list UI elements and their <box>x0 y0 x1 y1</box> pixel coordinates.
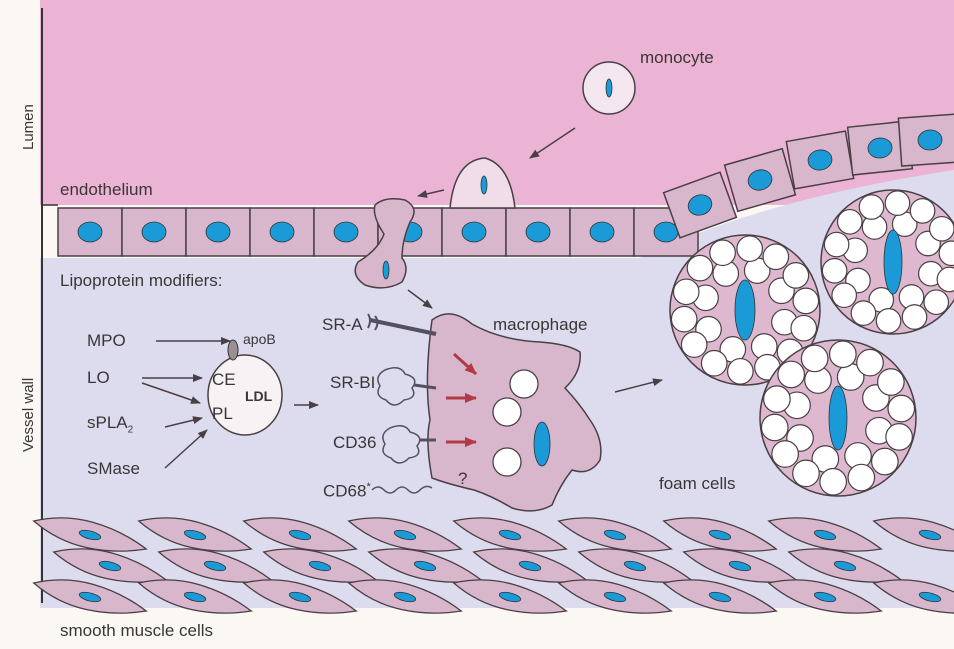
endothelial-cell-raised <box>786 131 853 189</box>
monocyte-label: monocyte <box>640 49 714 66</box>
lipoprotein-modifiers-label: Lipoprotein modifiers: <box>60 272 223 289</box>
lipid-droplet <box>838 210 862 234</box>
lipid-droplet <box>764 386 791 413</box>
lipid-droplet <box>761 414 788 441</box>
foam-cell-nucleus <box>884 230 902 294</box>
endothelial-nucleus <box>654 222 678 242</box>
lipid-droplet <box>737 236 763 262</box>
lipid-droplet <box>886 424 913 451</box>
macrophage-label: macrophage <box>493 316 588 333</box>
lipid-droplet <box>878 369 905 396</box>
lipid-droplet <box>822 259 846 283</box>
lipid-droplet <box>793 288 819 314</box>
lipid-droplet <box>772 441 799 468</box>
lipid-droplet <box>701 350 727 376</box>
splas-subscript: 2 <box>128 424 134 435</box>
lipid-droplet <box>902 305 926 329</box>
lipid-droplet <box>876 309 900 333</box>
lumen-label: Lumen <box>21 104 36 150</box>
monocyte-cell <box>583 62 635 114</box>
mpo-label: MPO <box>87 332 126 349</box>
foam-cell-nucleus <box>829 386 847 450</box>
endothelium-label: endothelium <box>60 181 153 198</box>
sr-a-label: SR-A <box>322 316 363 333</box>
lipid-droplet <box>851 301 875 325</box>
ldl-label: LDL <box>245 389 272 403</box>
foam-cell-nucleus <box>735 280 755 340</box>
lipid-droplet <box>857 349 884 376</box>
lipid-droplet <box>671 306 697 332</box>
lipid-droplet <box>820 469 847 496</box>
lipid-droplet <box>830 341 857 368</box>
cd68-text: CD68 <box>323 482 366 501</box>
lipid-droplet <box>832 283 856 307</box>
lo-label: LO <box>87 369 110 386</box>
lipid-droplet <box>681 332 707 358</box>
lipid-droplet <box>791 315 817 341</box>
endothelial-nucleus <box>206 222 230 242</box>
endothelial-nucleus <box>526 222 550 242</box>
cd36-label: CD36 <box>333 434 376 451</box>
lipid-droplet <box>872 448 899 475</box>
endothelial-nucleus <box>270 222 294 242</box>
lipid-droplet <box>801 345 828 372</box>
lipid-droplet <box>924 290 948 314</box>
lipid-droplet <box>910 199 934 223</box>
ce-label: CE <box>212 371 236 388</box>
lipid-droplet <box>673 279 699 305</box>
lipid-droplet <box>710 240 736 265</box>
endothelial-nucleus <box>142 222 166 242</box>
lipid-droplet <box>783 263 809 289</box>
lipid-droplet <box>728 359 754 385</box>
lipid-droplet <box>824 232 848 256</box>
endothelial-cell-raised <box>898 114 954 166</box>
cd68-superscript: * <box>366 481 370 493</box>
lipid-droplet <box>848 464 875 491</box>
endothelial-nucleus <box>334 222 358 242</box>
foam-cells-label: foam cells <box>659 475 736 492</box>
smase-label: SMase <box>87 460 140 477</box>
lipid-droplet <box>687 255 713 281</box>
lipid-droplet <box>885 191 909 215</box>
endothelial-nucleus <box>590 222 614 242</box>
cd68-label: CD68* <box>323 482 371 500</box>
sr-bi-label: SR-BI <box>330 374 375 391</box>
lipid-droplet <box>859 195 883 219</box>
splas-label: sPLA2 <box>87 414 133 435</box>
pl-label: PL <box>212 405 233 422</box>
apob-label: apoB <box>243 332 276 346</box>
splas-base: sPLA <box>87 413 128 432</box>
vessel-wall-label: Vessel wall <box>21 378 36 452</box>
lipid-droplet <box>763 244 789 270</box>
lipid-droplet <box>930 217 954 241</box>
endothelial-nucleus <box>462 222 486 242</box>
lipid-droplet <box>778 361 805 388</box>
question-label: ? <box>458 470 467 487</box>
lipid-droplet <box>888 395 915 422</box>
endothelial-nucleus <box>78 222 102 242</box>
smooth-muscle-cells-label: smooth muscle cells <box>60 622 213 639</box>
lipid-droplet <box>793 460 820 487</box>
